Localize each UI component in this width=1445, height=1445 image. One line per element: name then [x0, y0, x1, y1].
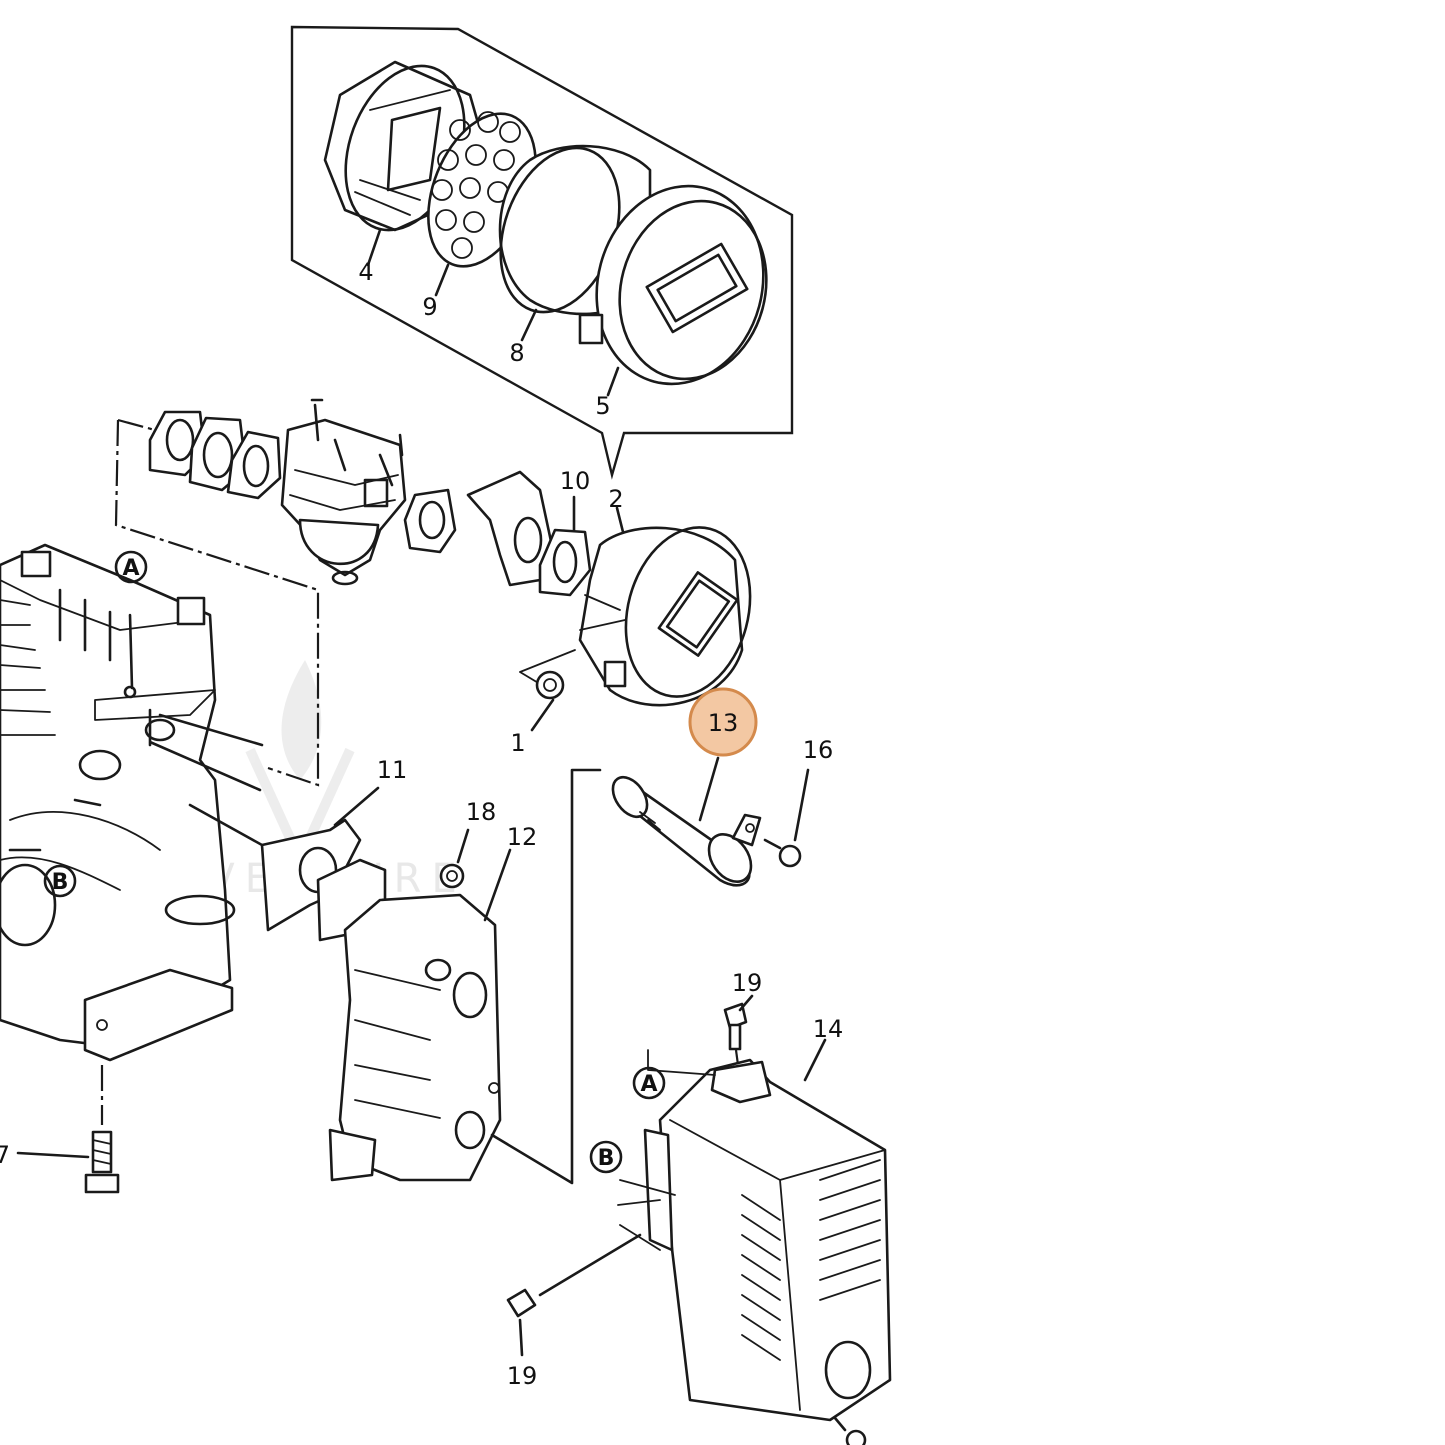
svg-text:B: B [598, 1146, 615, 1171]
label-1: 1 [510, 729, 525, 757]
intake-gasket[interactable] [403, 488, 457, 554]
label-9: 9 [422, 293, 437, 321]
label-16: 16 [803, 736, 834, 764]
part-7-bolt[interactable] [16, 1065, 120, 1194]
label-2: 2 [608, 485, 623, 513]
part-5-air-cleaner-cover[interactable] [575, 167, 786, 403]
callout-b-engine: B [43, 864, 77, 898]
label-10: 10 [560, 467, 591, 495]
air-cleaner-callout-box [290, 25, 794, 480]
label-11: 11 [377, 756, 408, 784]
svg-text:A: A [122, 556, 139, 581]
callout-a-protector: A [632, 1066, 666, 1100]
part-19-screw-top[interactable] [723, 994, 754, 1066]
svg-text:B: B [52, 870, 69, 895]
part-10-air-elbow[interactable] [466, 470, 592, 597]
screw-bottom-edge[interactable] [833, 1416, 867, 1445]
carburetor[interactable] [280, 398, 407, 586]
carburetor-group-box [114, 418, 320, 787]
part-1-nut[interactable] [519, 649, 576, 732]
guide-lines [490, 768, 602, 1185]
part-16-screw[interactable] [763, 768, 810, 868]
part-2-air-cleaner-assembly[interactable] [578, 506, 768, 711]
svg-text:13: 13 [708, 709, 739, 737]
callout-b-protector: B [589, 1140, 623, 1174]
label-8: 8 [509, 339, 524, 367]
engine-block[interactable] [0, 543, 264, 1062]
label-5: 5 [595, 392, 610, 420]
highlight-marker-13[interactable]: 13 [688, 687, 758, 757]
label-7: 7 [0, 1141, 10, 1169]
label-19-top: 19 [732, 969, 763, 997]
part-18-nut[interactable] [439, 828, 470, 889]
label-12: 12 [507, 823, 538, 851]
callout-a-engine: A [114, 550, 148, 584]
part-14-muffler-protector[interactable] [617, 1038, 892, 1422]
part-labels: 4 9 8 5 10 2 1 16 11 18 12 19 14 7 19 [0, 258, 843, 1390]
label-14: 14 [813, 1015, 844, 1043]
part-13-spark-arrester[interactable] [606, 756, 762, 890]
part-19-screw-bottom[interactable] [506, 1233, 642, 1357]
svg-text:A: A [640, 1072, 657, 1097]
part-12-muffler[interactable] [316, 848, 512, 1182]
label-19-bottom: 19 [507, 1362, 538, 1390]
carb-gaskets[interactable] [148, 410, 282, 500]
label-18: 18 [466, 798, 497, 826]
label-4: 4 [358, 258, 373, 286]
